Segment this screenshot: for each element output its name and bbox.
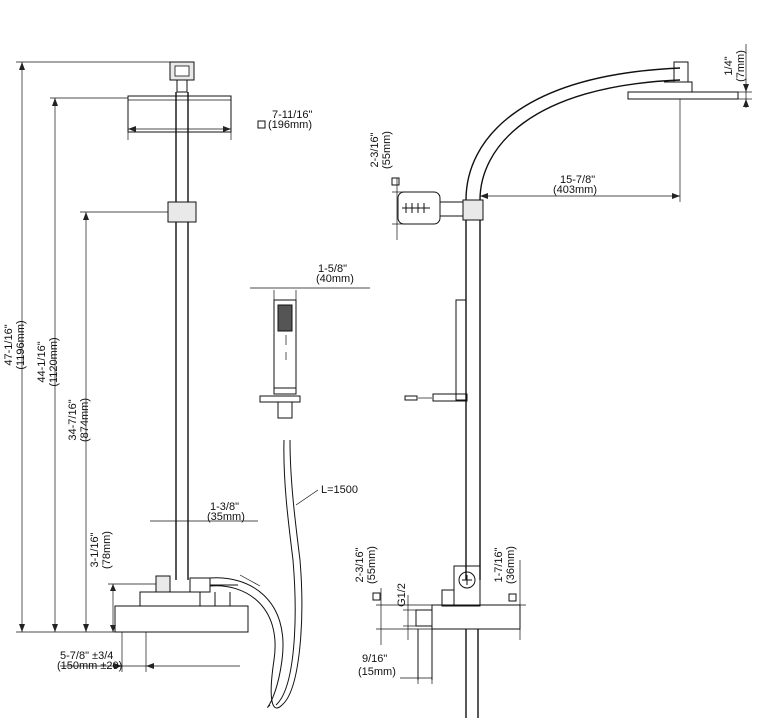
head-height-imperial: 44-1/16" [36,341,48,382]
head-thickness-imperial: 1/4" [723,56,735,75]
sliding-bracket [167,201,197,223]
inlet-spacing-imperial: 5-7/8" ±3/4 [60,650,113,662]
side-view: 1/4" (7mm) 15-7/8" (403mm) 2-3/16" (55mm… [354,44,752,718]
rain-shower-head [127,95,232,133]
side-valve-knob [458,571,476,589]
front-view: 47-1/16" (1196mm) 44-1/16" (1120mm) 34-7… [3,61,312,709]
head-height-metric: (1120mm) [48,337,60,386]
arm-reach-metric: (403mm) [553,184,597,196]
bracket-depth-metric: (55mm) [381,131,393,169]
valve-height-imperial: 3-1/16" [89,532,101,567]
pipe-offset-metric: (35mm) [207,511,245,523]
bracket-height-imperial: 34-7/16" [67,399,79,440]
thread-label: G1/2 [396,583,408,607]
handshower-width-imperial: 1-5/8" [318,263,347,275]
head-size-imperial: 7-11/16" [272,109,312,121]
inlet-spacing-metric: (150mm ±20) [57,660,122,672]
overall-height-metric: (1196mm) [15,320,27,369]
valve-height-metric: (78mm) [101,531,113,569]
outlet-offset-metric: (36mm) [505,546,517,584]
valve-depth-imperial: 2-3/16" [354,547,366,582]
head-size-metric: (196mm) [268,119,312,131]
handshower-detail: 1-5/8" (40mm) L=1500 [250,263,370,506]
head-thickness-metric: (7mm) [735,50,747,82]
valve-depth-metric: (55mm) [366,546,378,584]
wall-offset-imperial: 9/16" [362,653,387,665]
pipe-offset-imperial: 1-3/8" [210,501,239,513]
side-shower-head [627,91,739,100]
arm-reach-imperial: 15-7/8" [560,174,595,186]
wall-offset-metric: (15mm) [358,666,396,678]
hose-length-label: L=1500 [321,484,358,496]
overall-height-imperial: 47-1/16" [3,324,15,365]
curved-shower-arm [465,67,681,201]
outlet-offset-imperial: 1-7/16" [493,547,505,582]
handshower-width-metric: (40mm) [316,273,354,285]
bracket-depth-imperial: 2-3/16" [369,132,381,167]
thermostatic-valve [114,605,249,633]
bracket-height-metric: (874mm) [79,398,91,442]
